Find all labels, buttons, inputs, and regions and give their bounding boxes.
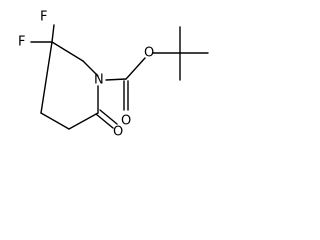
chemical-structure-diagram: F F N O O O: [18, 10, 209, 140]
bond-c6-n: [82, 60, 99, 77]
atom-f-lower: F: [18, 35, 25, 50]
bond-n-carbamate-c: [105, 78, 127, 81]
bond-c2-o-double-b: [99, 109, 118, 125]
atom-o-ring-carbonyl: O: [113, 125, 123, 140]
bond-c2-c3: [68, 112, 99, 130]
atom-f-upper: F: [40, 10, 47, 25]
bond-c3-c4: [40, 112, 70, 130]
bond-c5-f-upper: [51, 24, 55, 43]
atom-n: N: [94, 73, 104, 88]
bond-c2-o-double-a: [95, 113, 114, 129]
atom-o-carbamate-carbonyl: O: [121, 114, 131, 129]
atom-o-ester: O: [144, 46, 154, 61]
bond-c4-c5: [40, 41, 53, 114]
bond-carbamate-c-o-ester: [125, 57, 146, 80]
bond-c5-c6: [51, 41, 84, 62]
